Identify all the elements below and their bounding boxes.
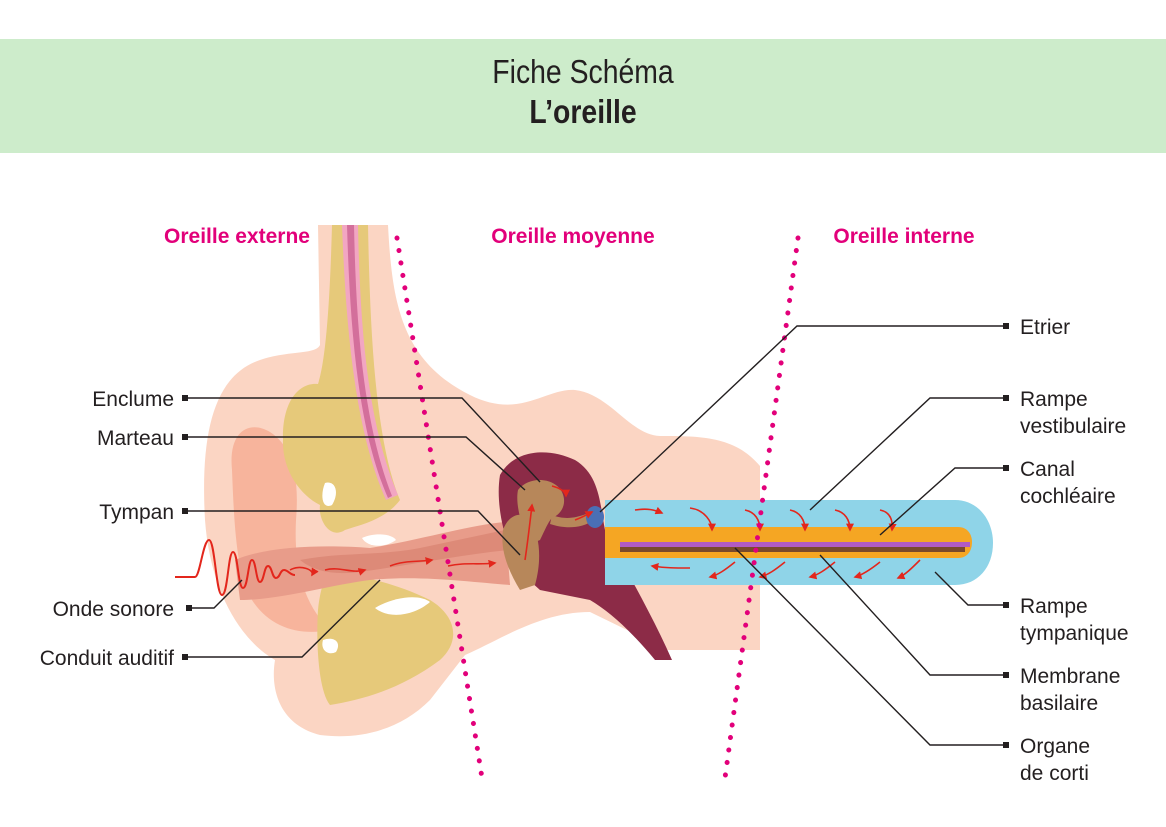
vessel-inner <box>347 225 392 498</box>
label-conduit-auditif: Conduit auditif <box>40 647 174 670</box>
oval-window <box>586 506 604 528</box>
basilar-membrane <box>620 547 965 552</box>
label-organe-de-corti-1: Organe <box>1020 735 1090 758</box>
section-external: Oreille externe <box>164 225 310 248</box>
label-rampe-vestibulaire-1: Rampe <box>1020 388 1088 411</box>
label-onde-sonore: Onde sonore <box>53 598 174 621</box>
section-internal: Oreille interne <box>833 225 974 248</box>
label-rampe-vestibulaire-2: vestibulaire <box>1020 415 1126 438</box>
label-canal-cochleaire-1: Canal <box>1020 458 1075 481</box>
section-middle: Oreille moyenne <box>491 225 654 248</box>
sound-wave <box>175 538 296 597</box>
leader-ticks <box>182 323 1009 748</box>
label-membrane-basilaire-2: basilaire <box>1020 692 1098 715</box>
leader-lines <box>186 325 1005 746</box>
title-line-1: Fiche Schéma <box>492 53 674 90</box>
page-title: Fiche Schéma L’oreille <box>82 52 1085 132</box>
label-etrier: Etrier <box>1020 316 1070 339</box>
label-rampe-tympanique-2: tympanique <box>1020 622 1129 645</box>
bone-gap-1 <box>322 482 336 506</box>
label-membrane-basilaire-1: Membrane <box>1020 665 1120 688</box>
ear-canal-shade <box>300 530 508 574</box>
title-line-2: L’oreille <box>529 93 637 130</box>
label-marteau: Marteau <box>97 427 174 450</box>
label-canal-cochleaire-2: cochléaire <box>1020 485 1116 508</box>
header-band <box>0 39 1166 153</box>
label-rampe-tympanique-1: Rampe <box>1020 595 1088 618</box>
cochlear-duct <box>620 542 970 547</box>
label-tympan: Tympan <box>99 501 174 524</box>
label-organe-de-corti-2: de corti <box>1020 762 1089 785</box>
divider-middle-internal <box>722 235 801 781</box>
bone-gap-2 <box>362 534 396 546</box>
bone-gap-3 <box>375 597 430 615</box>
bone-gap-4 <box>322 638 339 654</box>
divider-external-middle <box>394 235 485 781</box>
label-enclume: Enclume <box>92 388 174 411</box>
